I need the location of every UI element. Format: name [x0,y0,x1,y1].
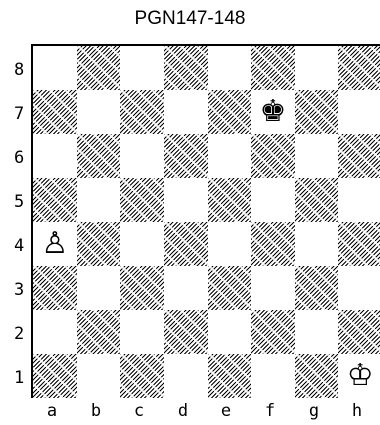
square-d2[interactable] [164,310,208,354]
square-d6[interactable] [164,134,208,178]
square-b1[interactable] [77,354,121,398]
square-a7[interactable] [33,90,77,134]
square-c2[interactable] [120,310,164,354]
square-a2[interactable] [33,310,77,354]
square-d1[interactable] [164,354,208,398]
square-f8[interactable] [251,46,295,90]
rank-label-5: 5 [14,192,24,212]
rank-label-2: 2 [14,324,24,344]
rank-label-3: 3 [14,280,24,300]
square-c5[interactable] [120,178,164,222]
square-d4[interactable] [164,222,208,266]
file-label-a: a [42,401,62,421]
square-d7[interactable] [164,90,208,134]
square-e7[interactable] [208,90,252,134]
chess-board: ♚ ♙ ♔ [31,44,380,398]
board-grid: ♚ ♙ ♔ [33,46,380,398]
square-e5[interactable] [208,178,252,222]
square-g4[interactable] [295,222,339,266]
square-g8[interactable] [295,46,339,90]
square-h8[interactable] [338,46,380,90]
file-label-f: f [260,401,280,421]
square-c8[interactable] [120,46,164,90]
square-e1[interactable] [208,354,252,398]
square-g6[interactable] [295,134,339,178]
file-label-e: e [216,401,236,421]
square-a5[interactable] [33,178,77,222]
black-king-icon[interactable]: ♚ [259,97,286,127]
square-h5[interactable] [338,178,380,222]
square-e4[interactable] [208,222,252,266]
square-b5[interactable] [77,178,121,222]
file-label-h: h [347,401,367,421]
white-king-icon[interactable]: ♔ [347,361,374,391]
square-c3[interactable] [120,266,164,310]
file-label-g: g [304,401,324,421]
square-b8[interactable] [77,46,121,90]
square-c7[interactable] [120,90,164,134]
square-f2[interactable] [251,310,295,354]
file-label-c: c [129,401,149,421]
square-g2[interactable] [295,310,339,354]
square-h1[interactable]: ♔ [338,354,380,398]
square-f7[interactable]: ♚ [251,90,295,134]
rank-label-1: 1 [14,368,24,388]
square-g5[interactable] [295,178,339,222]
square-g3[interactable] [295,266,339,310]
square-e2[interactable] [208,310,252,354]
square-g1[interactable] [295,354,339,398]
square-f1[interactable] [251,354,295,398]
square-h2[interactable] [338,310,380,354]
square-e8[interactable] [208,46,252,90]
square-h4[interactable] [338,222,380,266]
square-a6[interactable] [33,134,77,178]
square-e3[interactable] [208,266,252,310]
diagram-title: PGN147-148 [0,8,380,30]
rank-label-8: 8 [14,60,24,80]
file-label-d: d [173,401,193,421]
square-b4[interactable] [77,222,121,266]
square-f5[interactable] [251,178,295,222]
square-b3[interactable] [77,266,121,310]
square-d3[interactable] [164,266,208,310]
square-d8[interactable] [164,46,208,90]
square-f3[interactable] [251,266,295,310]
square-h7[interactable] [338,90,380,134]
square-e6[interactable] [208,134,252,178]
square-a3[interactable] [33,266,77,310]
square-h6[interactable] [338,134,380,178]
rank-label-4: 4 [14,236,24,256]
square-b6[interactable] [77,134,121,178]
square-h3[interactable] [338,266,380,310]
square-b2[interactable] [77,310,121,354]
rank-label-7: 7 [14,104,24,124]
square-g7[interactable] [295,90,339,134]
file-label-b: b [86,401,106,421]
square-f6[interactable] [251,134,295,178]
white-pawn-icon[interactable]: ♙ [41,229,68,259]
square-a8[interactable] [33,46,77,90]
square-a1[interactable] [33,354,77,398]
square-c1[interactable] [120,354,164,398]
rank-label-6: 6 [14,148,24,168]
square-b7[interactable] [77,90,121,134]
square-a4[interactable]: ♙ [33,222,77,266]
square-c6[interactable] [120,134,164,178]
square-d5[interactable] [164,178,208,222]
square-c4[interactable] [120,222,164,266]
square-f4[interactable] [251,222,295,266]
